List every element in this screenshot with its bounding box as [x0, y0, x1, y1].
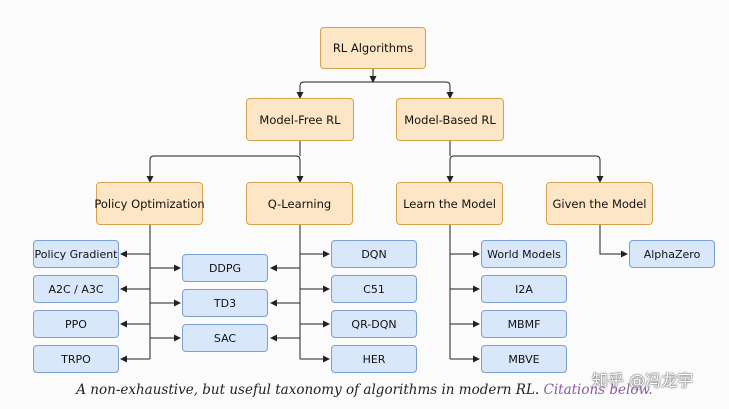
node-model-free-rl: Model-Free RL [246, 98, 354, 141]
node-learn-the-model: Learn the Model [396, 182, 503, 225]
node-rl-algorithms: RL Algorithms [320, 27, 426, 69]
node-policy-optimization: Policy Optimization [94, 182, 205, 225]
node-her: HER [331, 345, 417, 373]
node-i2a: I2A [481, 275, 567, 303]
node-model-based-rl: Model-Based RL [396, 98, 504, 141]
node-ppo: PPO [33, 310, 119, 338]
zhihu-watermark: 知乎 @冯龙宇 [592, 371, 694, 390]
caption-text: A non-exhaustive, but useful taxonomy of… [76, 382, 540, 398]
node-a2c-a3c: A2C / A3C [33, 275, 119, 303]
node-given-the-model: Given the Model [546, 182, 653, 225]
node-mbve: MBVE [481, 345, 567, 373]
node-qr-dqn: QR-DQN [331, 310, 417, 338]
node-dqn: DQN [331, 240, 417, 268]
node-mbmf: MBMF [481, 310, 567, 338]
node-c51: C51 [331, 275, 417, 303]
node-policy-gradient: Policy Gradient [33, 240, 119, 268]
node-ddpg: DDPG [182, 254, 268, 282]
node-q-learning: Q-Learning [246, 182, 353, 225]
node-trpo: TRPO [33, 345, 119, 373]
node-alphazero: AlphaZero [629, 240, 715, 268]
node-td3: TD3 [182, 289, 268, 317]
citations-link[interactable]: Citations below. [543, 382, 653, 398]
node-sac: SAC [182, 324, 268, 352]
figure-caption: A non-exhaustive, but useful taxonomy of… [0, 382, 729, 398]
node-world-models: World Models [481, 240, 567, 268]
